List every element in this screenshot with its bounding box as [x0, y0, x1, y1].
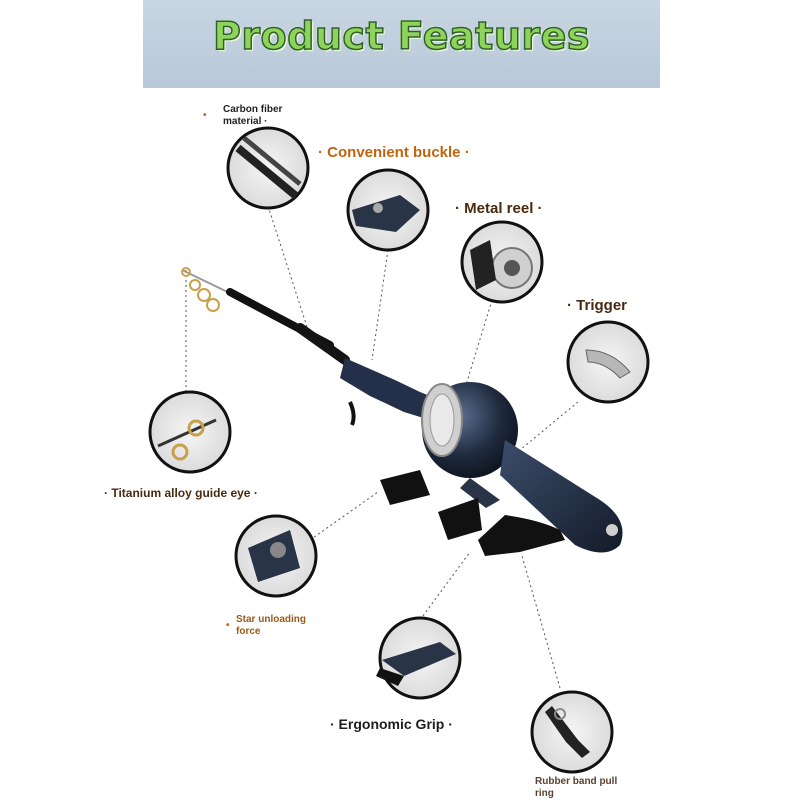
rubber-band-thumb — [530, 690, 614, 774]
star-drag-thumb — [234, 514, 318, 598]
rod-tip — [181, 267, 350, 365]
label-metal-reel: · Metal reel · — [455, 200, 543, 217]
header-banner: Product Features — [143, 0, 660, 88]
trigger-thumb — [566, 320, 650, 404]
banner-title: Product Features — [212, 13, 591, 59]
convenient-buckle-thumb — [346, 168, 430, 252]
callout-lines — [185, 205, 579, 689]
label-carbon-fiber: • Carbon fiber material · — [203, 104, 283, 127]
label-ergonomic-grip: · Ergonomic Grip · — [330, 716, 453, 732]
label-star-unloading: • Star unloading force — [226, 614, 306, 637]
ergonomic-grip-thumb — [376, 616, 462, 700]
label-trigger: · Trigger — [567, 297, 628, 314]
feature-circles — [148, 126, 650, 774]
label-titanium-guide-eye: · Titanium alloy guide eye · — [104, 486, 258, 500]
guide-eye-thumb — [148, 390, 232, 474]
label-convenient-buckle: · Convenient buckle · — [318, 144, 470, 161]
rod-body — [340, 358, 623, 556]
metal-reel-thumb — [460, 220, 544, 304]
carbon-fiber-thumb — [226, 126, 310, 210]
label-rubber-band: Rubber band pull ring — [535, 776, 618, 799]
